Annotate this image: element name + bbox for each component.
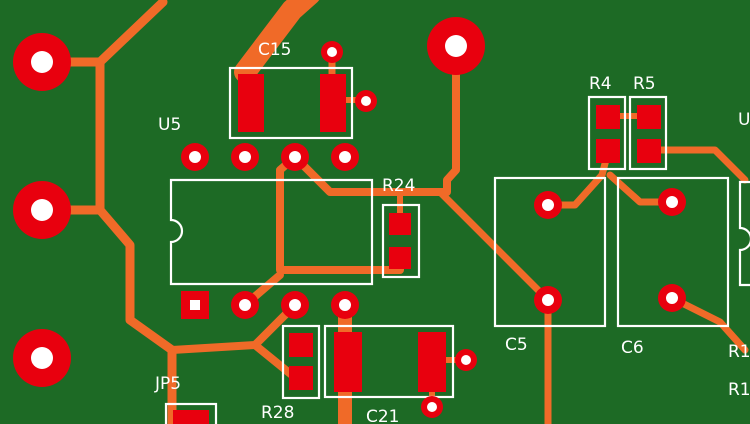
label-c15: C15 [258,40,292,60]
label-jp5: JP5 [154,374,181,394]
through-hole-pads [13,17,686,418]
u5-pin-3-hole [239,151,251,163]
c15-outline [228,66,354,140]
silkscreen-labels: C15 U5 R24 R4 R5 C5 C6 JP5 R28 C21 U R1 … [154,40,750,424]
trace-left-down [95,205,177,424]
label-r28: R28 [261,403,294,423]
via-c21-right-hole [461,355,471,365]
label-r4: R4 [589,74,612,94]
c5-pin-bottom-hole [542,294,554,306]
r5-pad-top [637,105,661,129]
connector-hole-2 [31,199,53,221]
trace-top-center-wide [234,0,320,83]
via-c21-bottom-hole [427,402,437,412]
c15-pad-left [238,74,264,132]
r4-outline [587,95,627,171]
r5-pad-bottom [637,139,661,163]
r28-outline [281,324,321,400]
connector-hole-1 [31,51,53,73]
via-c15-right-hole [361,96,371,106]
u5-pin-5-square-hole [190,300,200,310]
label-c21: C21 [366,407,400,424]
label-r1-b: R1 [728,380,750,400]
c5-outline [493,176,607,328]
connector-hole-4 [445,35,467,57]
c5-pin-top-hole [542,199,554,211]
label-r1-a: R1 [728,342,750,362]
c21-outline [323,324,455,399]
c21-pad-right [418,332,446,392]
silkscreen-outlines [164,66,750,424]
jp5-outline [164,402,218,424]
r4-pad-top [596,105,620,129]
u5-pin-6-hole [239,299,251,311]
label-u5: U5 [158,115,181,135]
u5-pin-8-hole [339,299,351,311]
u5-pin-7-hole [289,299,301,311]
c6-pin-bottom-hole [666,292,678,304]
r4-pad-bottom [596,139,620,163]
jp5-pad [173,410,209,424]
r24-outline [381,203,421,279]
label-r5: R5 [633,74,656,94]
trace-r5-right [646,146,749,184]
connector-hole-3 [31,347,53,369]
u-partial-outline [738,180,750,287]
r28-pad-bottom [289,366,313,390]
label-c6: C6 [621,338,644,358]
u5-outline [169,178,374,286]
label-u-partial: U [738,110,750,130]
copper-traces [37,0,749,424]
u5-pin-2-hole [289,151,301,163]
r24-pad-top [389,213,411,235]
u5-pin-4-hole [189,151,201,163]
c6-pin-top-hole [666,196,678,208]
c15-pad-right [320,74,346,132]
label-c5: C5 [505,335,528,355]
c6-outline [616,176,730,328]
r24-pad-bottom [389,247,411,269]
trace-c6-bottom [668,294,749,354]
u5-pin-1-top-hole [339,151,351,163]
r28-pad-top [289,333,313,357]
c21-pad-left [334,332,362,392]
trace-u5-pin3 [291,42,460,196]
label-r24: R24 [382,176,415,196]
r5-outline [628,95,668,171]
smd-pads [173,74,661,424]
via-c15-top-hole [327,47,337,57]
